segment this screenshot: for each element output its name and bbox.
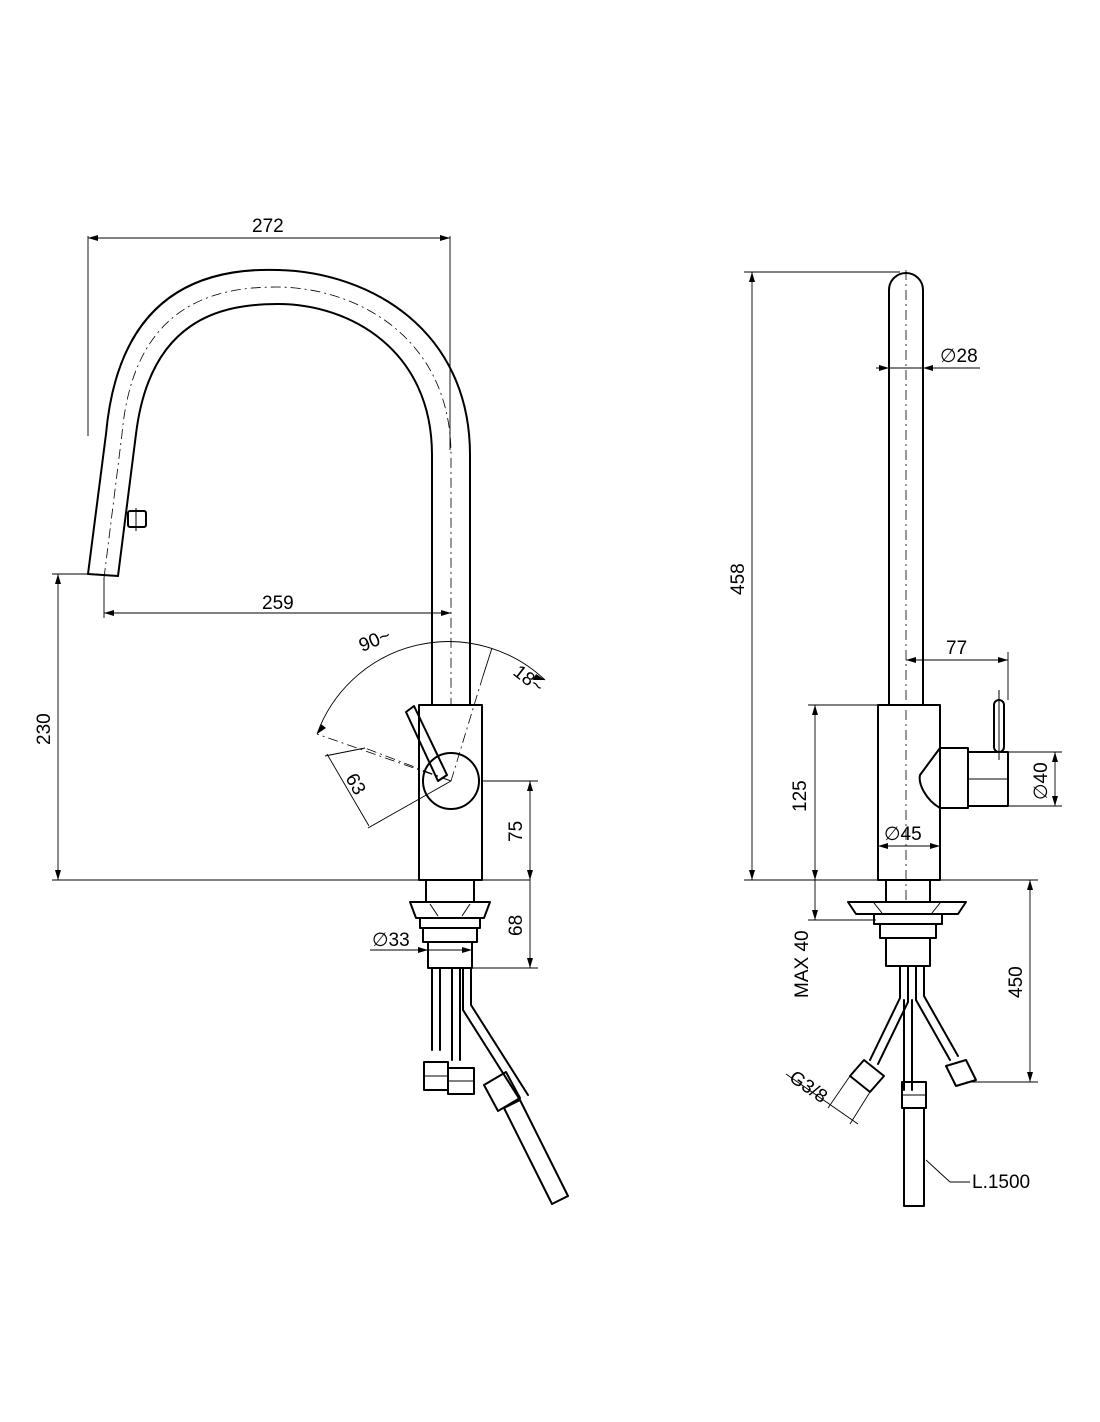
front-hoses: [849, 965, 977, 1207]
label-272: 272: [252, 216, 284, 237]
mounting-shank: [409, 879, 491, 969]
label-dia-28: ∅28: [940, 346, 978, 367]
dim-77: 77: [906, 638, 1009, 700]
label-458: 458: [728, 563, 749, 595]
side-view: 272 259 230 90~ 18~: [34, 216, 569, 1205]
label-68: 68: [506, 915, 527, 936]
label-63: 63: [341, 770, 370, 799]
label-dia-40: ∅40: [1031, 762, 1052, 800]
dim-259: 259: [103, 578, 451, 618]
label-l1500: L.1500: [972, 1172, 1030, 1193]
label-259: 259: [262, 593, 294, 614]
spray-button: [127, 510, 147, 528]
label-75: 75: [506, 821, 527, 842]
dim-dia-33: ∅33: [370, 930, 472, 953]
lever-handle: [405, 705, 448, 782]
dim-dia-45: ∅45: [878, 824, 940, 849]
label-450: 450: [1006, 966, 1027, 998]
dim-dia-40: ∅40: [1008, 751, 1062, 807]
front-shank: [847, 879, 967, 967]
label-230: 230: [34, 713, 55, 745]
label-77: 77: [946, 638, 967, 659]
front-view: 458 ∅28 77 125 ∅40: [728, 270, 1062, 1207]
dim-125: 125: [790, 704, 878, 880]
dim-450: 450: [966, 880, 1038, 1083]
faucet-body: [316, 675, 484, 881]
side-hoses: [423, 967, 569, 1205]
spout-gooseneck: [87, 268, 471, 706]
lever-pivot: [422, 752, 480, 810]
dim-272: 272: [87, 216, 451, 450]
label-max-40: MAX 40: [792, 930, 813, 998]
front-body: [877, 690, 1009, 881]
dim-458: 458: [728, 271, 1038, 881]
label-angle-90: 90~: [356, 625, 394, 657]
label-g38: G3/8: [785, 1067, 831, 1108]
label-dia-33: ∅33: [372, 930, 410, 951]
label-angle-18: 18~: [509, 661, 547, 697]
spout-upright: [888, 270, 924, 900]
dim-g38: G3/8: [785, 1067, 871, 1125]
dim-l1500: L.1500: [925, 1159, 1030, 1193]
dim-68: 68: [472, 880, 538, 969]
dim-max-40: MAX 40: [792, 880, 876, 998]
label-125: 125: [790, 780, 811, 812]
dim-75: 75: [482, 780, 538, 880]
label-dia-45: ∅45: [884, 824, 922, 845]
dim-230: 230: [34, 573, 530, 881]
dim-dia-28: ∅28: [876, 346, 980, 371]
